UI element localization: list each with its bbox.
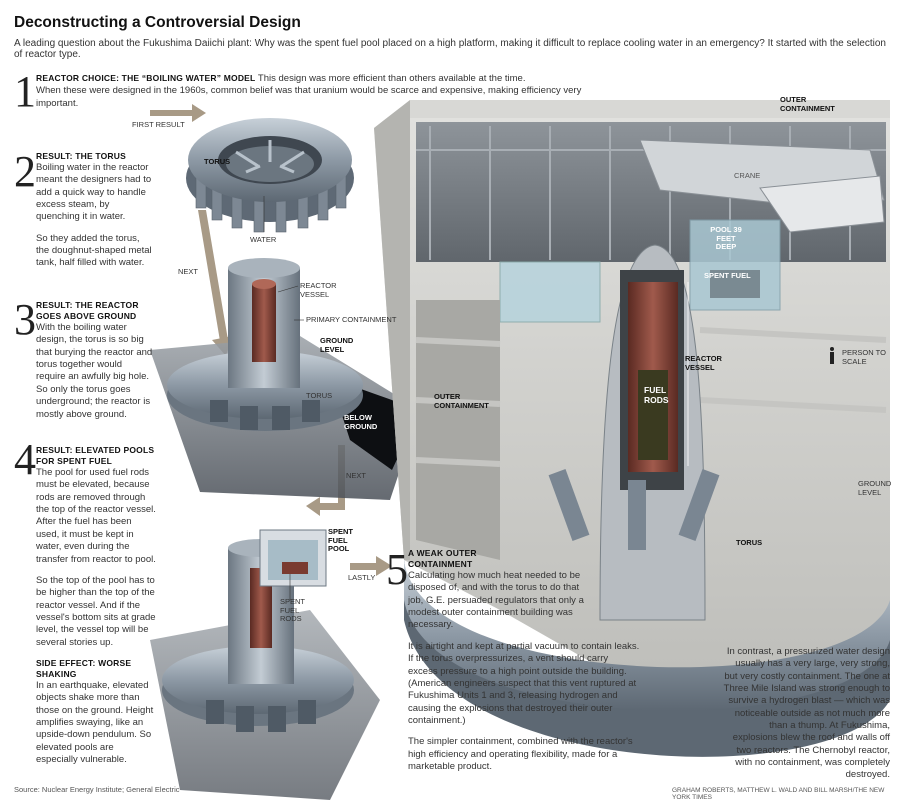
page-title: Deconstructing a Controversial Design xyxy=(14,14,301,31)
step-1-body: This design was more efficient than othe… xyxy=(257,73,526,84)
flow-label-next-1: NEXT xyxy=(178,267,199,276)
label-person-to-scale: PERSON TO SCALE xyxy=(842,348,886,366)
step-5-body: Calculating how much heat needed to be d… xyxy=(408,570,584,631)
side-effect-heading: Side effect: Worse shaking xyxy=(36,657,132,679)
label-spent-fuel: SPENT FUEL xyxy=(704,271,751,280)
flow-label-next-2: NEXT xyxy=(346,471,367,480)
step-4-heading: Result: Elevated pools for spent fuel xyxy=(36,445,155,467)
label-ground-level: GROUND LEVEL xyxy=(320,336,354,354)
label-outer-containment-left: OUTER CONTAINMENT xyxy=(434,392,489,410)
step-2-heading: Result: The torus xyxy=(36,151,126,161)
label-ground-level-right: GROUND LEVEL xyxy=(858,479,892,497)
label-outer-containment-top: OUTER CONTAINMENT xyxy=(780,95,835,113)
step-3-heading: Result: The reactor goes above ground xyxy=(36,300,139,322)
label-primary-containment: PRIMARY CONTAINMENT xyxy=(306,315,397,324)
step-2-text: Result: The torus Boiling water in the r… xyxy=(36,151,154,279)
step-5-body-3: The simpler containment, combined with t… xyxy=(408,736,633,772)
step-number-4: 4 xyxy=(14,435,36,484)
label-crane: CRANE xyxy=(734,171,761,180)
flow-label-first-result: FIRST RESULT xyxy=(132,120,185,129)
step-3-text: Result: The reactor goes above ground Wi… xyxy=(36,300,154,430)
step-2-body: Boiling water in the reactor meant the d… xyxy=(36,162,152,223)
step-4-body-2: So the top of the pool has to be higher … xyxy=(36,574,156,648)
label-water: WATER xyxy=(250,235,277,244)
step-number-5: 5 xyxy=(386,545,408,594)
source-note: Source: Nuclear Energy Institute; Genera… xyxy=(14,785,180,794)
step-5-heading: A weak outer containment xyxy=(408,548,477,570)
step-3-body: With the boiling water design, the torus… xyxy=(36,322,153,420)
label-reactor-vessel: REACTOR VESSEL xyxy=(300,281,337,299)
step-number-2: 2 xyxy=(14,147,36,196)
contrast-paragraph: In contrast, a pressurized water design … xyxy=(723,646,890,781)
step-4-text: Result: Elevated pools for spent fuel Th… xyxy=(36,445,156,775)
label-torus-3: TORUS xyxy=(306,391,333,400)
label-below-ground: BELOW GROUND xyxy=(344,413,378,431)
step-1-heading: Reactor choice: The “boiling water” mode… xyxy=(36,73,256,83)
step-number-1: 1 xyxy=(14,67,36,116)
label-spent-fuel-rods: SPENT FUEL RODS xyxy=(280,597,305,624)
page-subtitle: A leading question about the Fukushima D… xyxy=(14,38,886,60)
reactor-ground-illustration xyxy=(150,258,420,500)
torus-illustration xyxy=(186,118,354,233)
building-cutaway xyxy=(374,100,890,757)
step-1-body-2: When these were designed in the 1960s, c… xyxy=(36,85,582,109)
label-spent-fuel-pool: SPENT FUEL POOL xyxy=(328,527,354,554)
step-2-body-2: So they added the torus, the doughnut-sh… xyxy=(36,232,152,269)
label-fuel-rods: FUEL RODS xyxy=(644,385,669,405)
label-reactor-vessel-big: REACTOR VESSEL xyxy=(685,354,722,372)
label-torus: TORUS xyxy=(204,157,231,166)
step-5-text: A weak outer containment Calculating how… xyxy=(408,548,640,782)
side-effect-body: In an earthquake, elevated objects shake… xyxy=(36,680,154,766)
step-1-text: Reactor choice: The “boiling water” mode… xyxy=(36,73,626,110)
label-torus-big: TORUS xyxy=(736,538,763,547)
label-pool-depth: POOL 39 FEET DEEP xyxy=(710,225,742,252)
step-4-body: The pool for used fuel rods must be elev… xyxy=(36,467,156,565)
credit-line: GRAHAM ROBERTS, MATTHEW L. WALD AND BILL… xyxy=(672,787,885,801)
step-5-body-2: It is airtight and kept at partial vacuu… xyxy=(408,640,640,726)
step-number-3: 3 xyxy=(14,295,36,344)
flow-label-lastly: LASTLY xyxy=(348,573,376,582)
elevated-pool-illustration xyxy=(150,529,380,800)
